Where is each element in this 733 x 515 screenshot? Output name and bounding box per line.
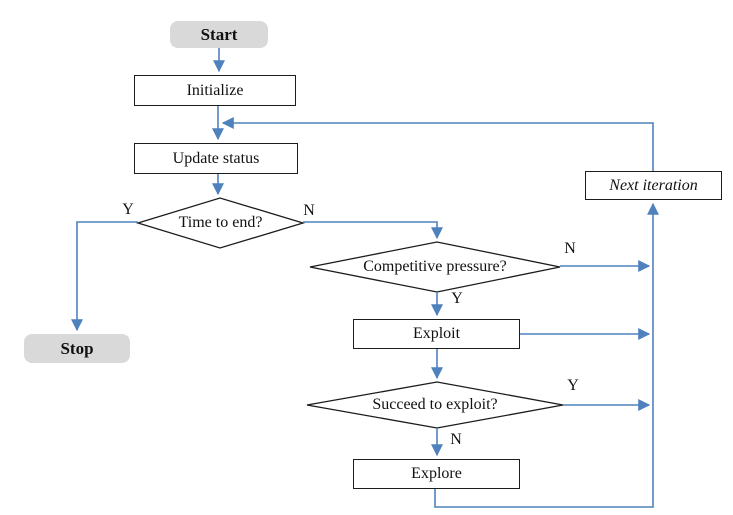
edge-time-to-end-no-to-competitive-pressure	[303, 221, 443, 240]
node-explore: Explore	[353, 459, 520, 489]
branch-label-time-to-end-yes: Y	[122, 201, 134, 218]
branch-label-competitive-pressure-yes: Y	[451, 290, 463, 307]
node-start: Start	[170, 21, 268, 48]
edge-explore-rail-to-next-iteration	[434, 202, 659, 508]
node-exploit: Exploit	[353, 319, 520, 349]
node-succeed-to-exploit-label: Succeed to exploit?	[372, 396, 498, 413]
node-stop: Stop	[24, 334, 130, 363]
node-competitive-pressure-label: Competitive pressure?	[363, 258, 507, 275]
edge-next-iteration-feedback-to-main-line	[221, 117, 654, 171]
branch-label-time-to-end-no: N	[303, 202, 315, 219]
node-initialize: Initialize	[134, 75, 296, 106]
branch-label-succeed-to-exploit-no: N	[450, 431, 462, 448]
decision-time-to-end-shape	[135, 197, 306, 249]
branch-label-competitive-pressure-no: N	[564, 240, 576, 257]
decision-competitive-pressure-shape	[309, 241, 561, 293]
edge-time-to-end-yes-to-stop	[71, 221, 138, 332]
node-update-status: Update status	[134, 143, 298, 174]
node-time-to-end-label: Time to end?	[178, 214, 263, 231]
node-next-iteration: Next iteration	[585, 171, 722, 200]
branch-label-succeed-to-exploit-yes: Y	[567, 377, 579, 394]
